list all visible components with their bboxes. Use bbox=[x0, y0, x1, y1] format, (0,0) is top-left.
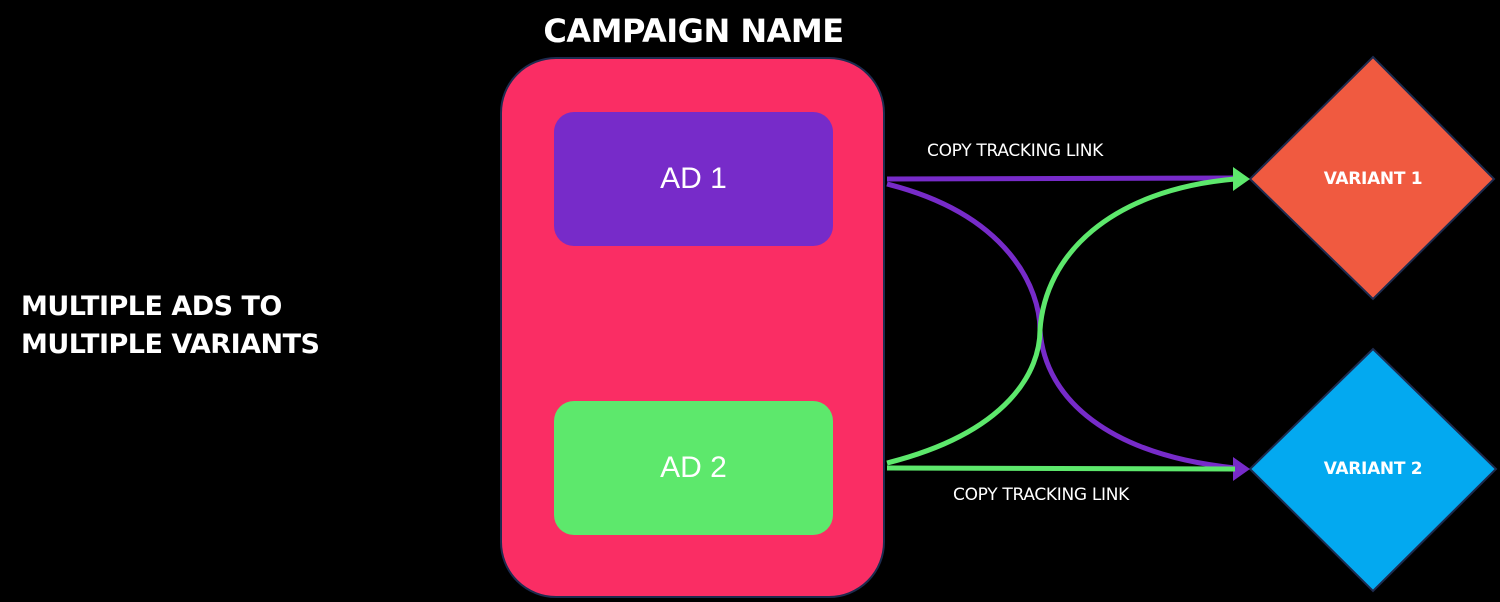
arrowhead-icon bbox=[1233, 457, 1250, 481]
campaign-title: CAMPAIGN NAME bbox=[543, 12, 844, 50]
diagram-title-line-1: MULTIPLE ADS TO bbox=[21, 291, 282, 322]
ad1-to-variant1-arrow bbox=[886, 175, 1236, 182]
diagram-title-line-2: MULTIPLE VARIANTS bbox=[21, 329, 320, 360]
variant-2-diamond bbox=[1248, 347, 1498, 593]
connection-label-bottom: COPY TRACKING LINK bbox=[953, 485, 1130, 505]
ad2-to-variant1-arrow bbox=[886, 176, 1236, 466]
variant-2-label: VARIANT 2 bbox=[1323, 459, 1423, 479]
ad-2-box: AD 2 bbox=[554, 401, 833, 535]
arrowhead-icon bbox=[1233, 167, 1250, 191]
ad-2-label: AD 2 bbox=[660, 451, 727, 484]
ad-1-label: AD 1 bbox=[660, 162, 727, 195]
variant-1-label: VARIANT 1 bbox=[1323, 169, 1423, 189]
ad-1-box: AD 1 bbox=[554, 112, 833, 246]
ad2-to-variant2-arrow bbox=[886, 465, 1236, 472]
diagram-title: MULTIPLE ADS TO MULTIPLE VARIANTS bbox=[21, 288, 320, 364]
connection-label-top: COPY TRACKING LINK bbox=[927, 141, 1104, 161]
ad1-to-variant2-arrow bbox=[886, 181, 1236, 471]
variant-1-diamond bbox=[1248, 55, 1496, 301]
